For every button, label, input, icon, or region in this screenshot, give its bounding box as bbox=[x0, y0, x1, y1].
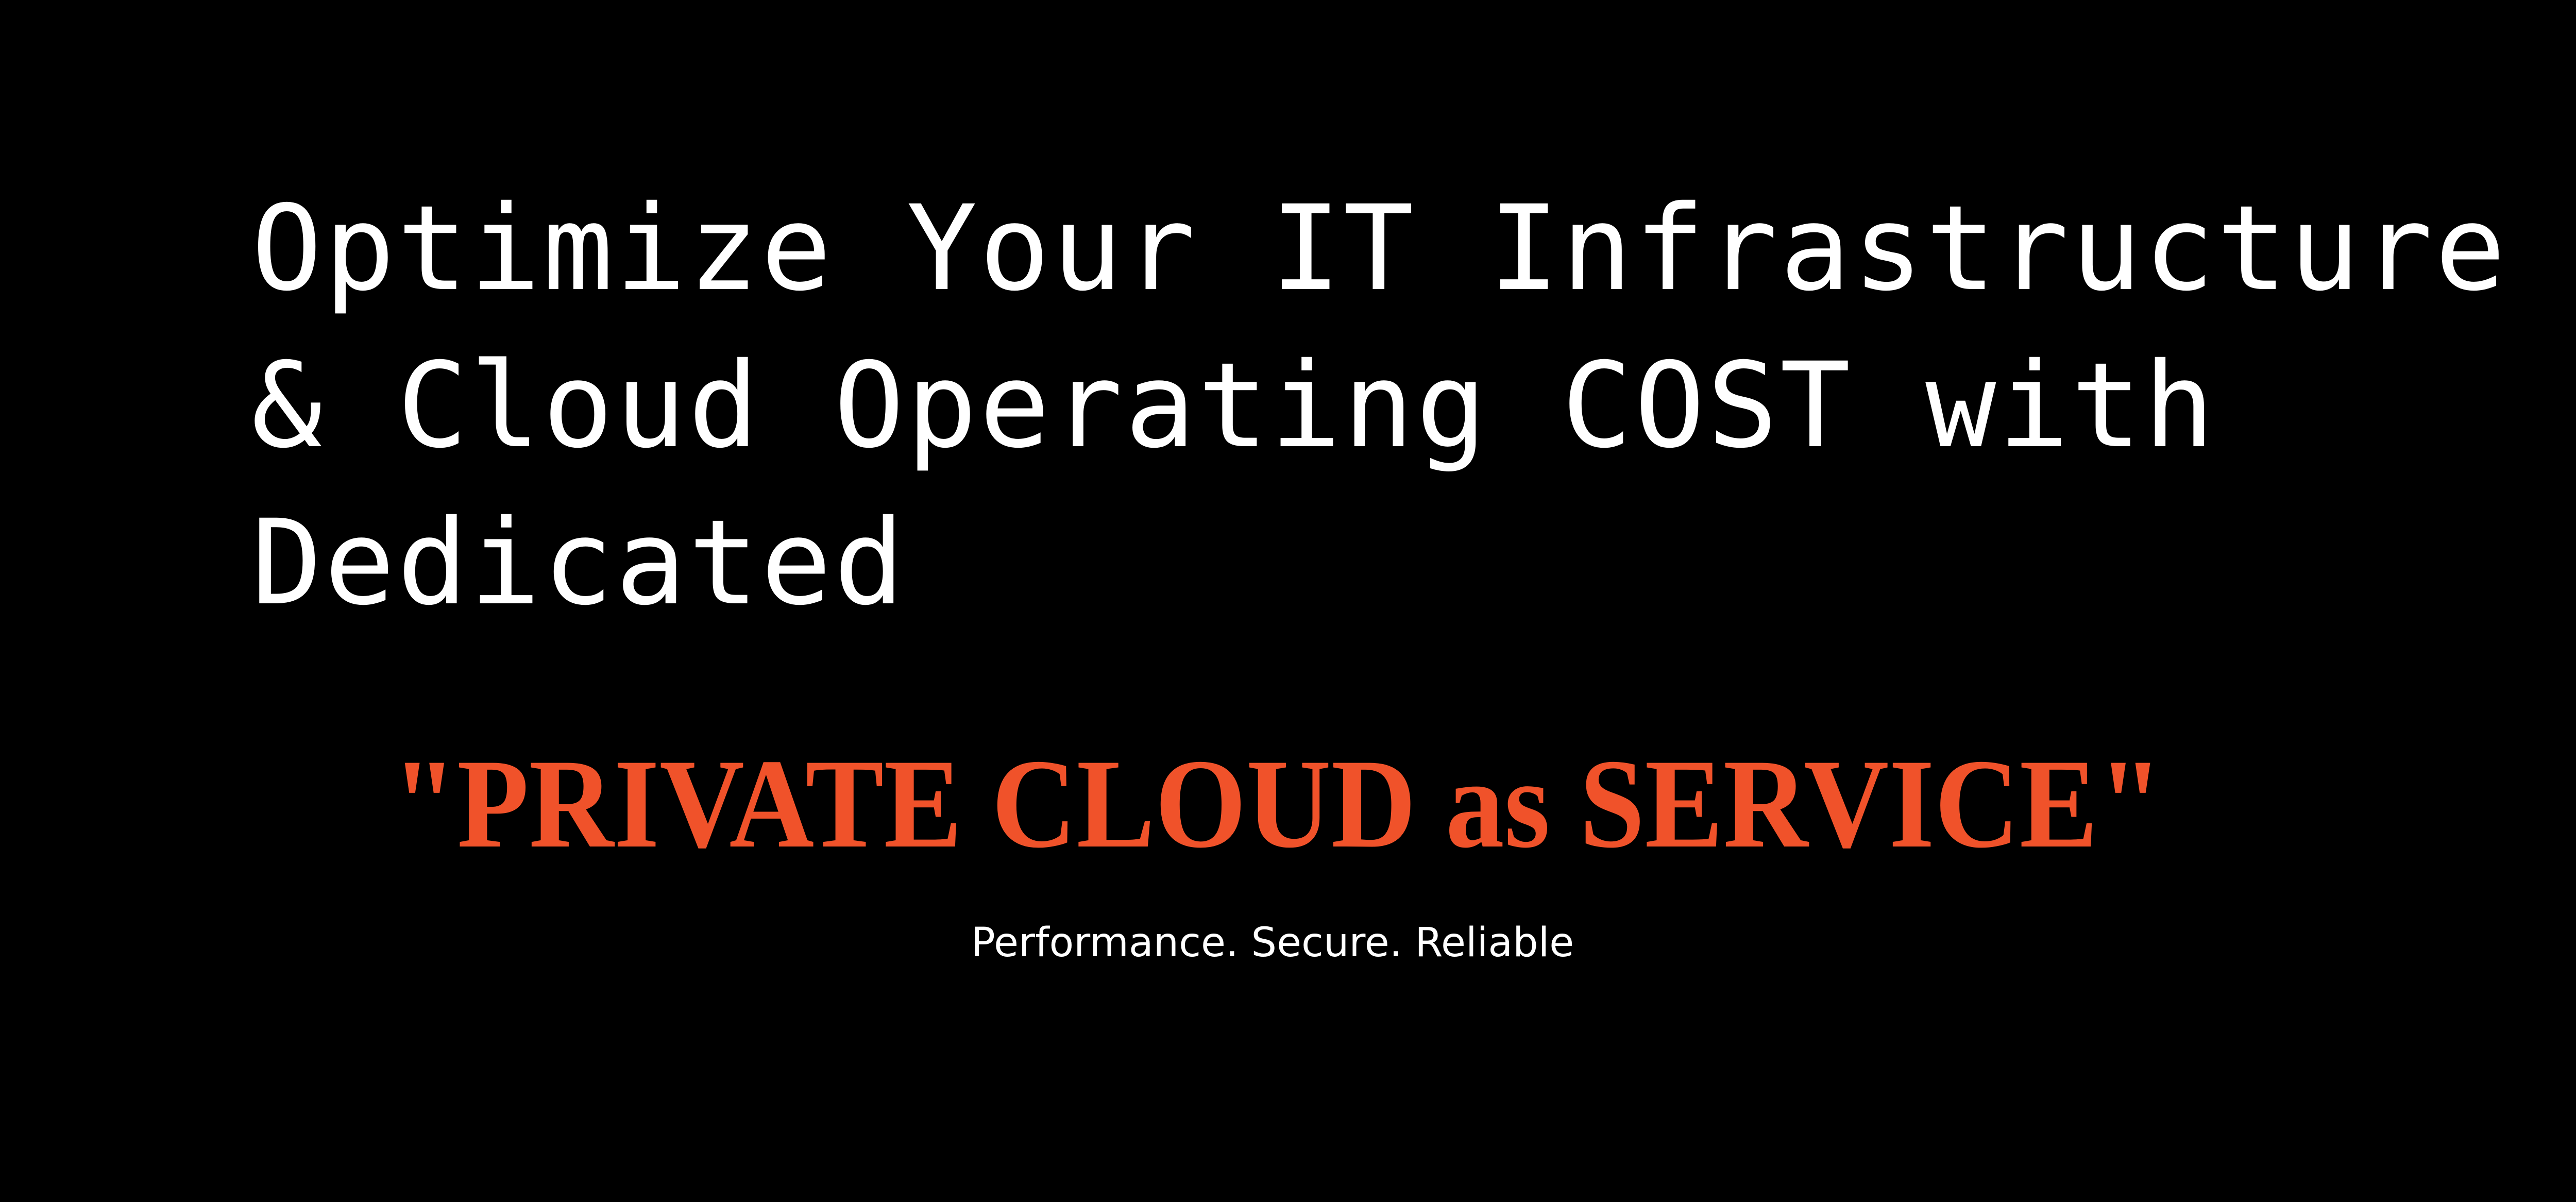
subline: Performance. Secure. Reliable bbox=[971, 920, 1574, 966]
headline-line-3: Dedicated bbox=[251, 494, 907, 631]
tagline: "PRIVATE CLOUD as SERVICE" bbox=[392, 733, 2164, 874]
headline: Optimize Your IT Infrastructure & Cloud … bbox=[251, 170, 2508, 641]
headline-line-1: Optimize Your IT Infrastructure bbox=[251, 180, 2508, 317]
headline-line-2: & Cloud Operating COST with bbox=[251, 337, 2217, 474]
subline-container: Performance. Secure. Reliable bbox=[0, 917, 2576, 969]
tagline-container: "PRIVATE CLOUD as SERVICE" bbox=[0, 732, 2576, 876]
